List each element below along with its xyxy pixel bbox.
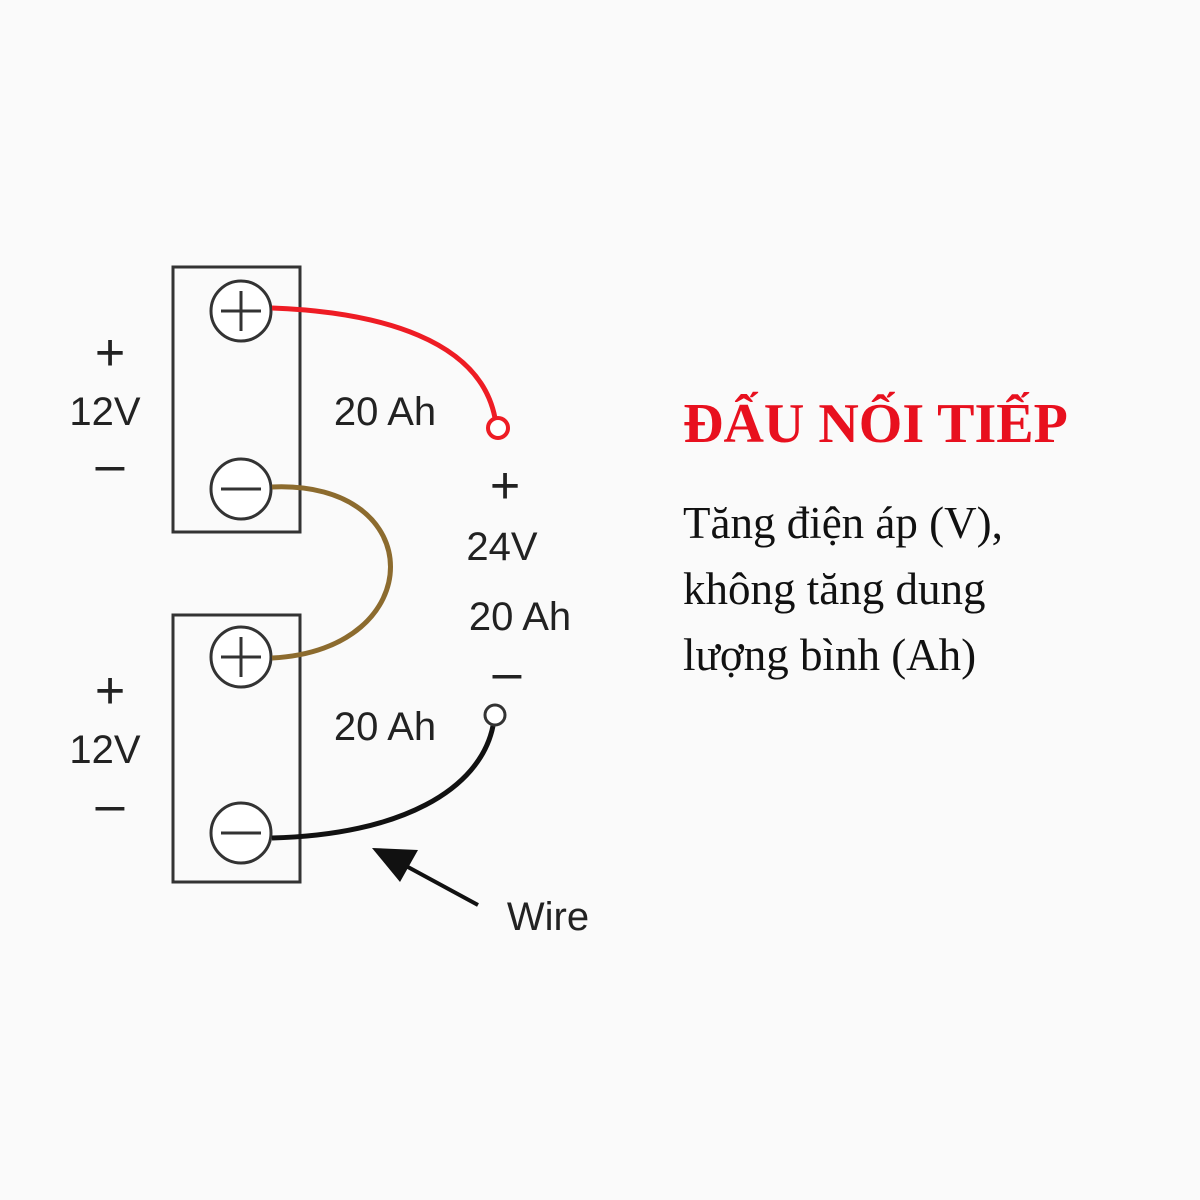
output-minus-label: – — [493, 644, 522, 702]
minus-terminal-icon — [209, 801, 273, 865]
diagram-description: Tăng điện áp (V), không tăng dung lượng … — [683, 490, 1003, 688]
wire-pointer-arrow-icon — [372, 848, 479, 907]
battery1-voltage: 12V — [69, 390, 140, 434]
description-line: không tăng dung — [683, 564, 986, 614]
plus-terminal-icon — [209, 625, 273, 689]
description-line: lượng bình (Ah) — [683, 630, 977, 680]
battery-body — [171, 265, 302, 534]
battery1-plus-label: + — [95, 324, 125, 382]
positive-output-terminal — [486, 416, 510, 440]
battery1-minus-label: – — [96, 436, 125, 494]
battery-top — [171, 265, 302, 534]
battery-bottom — [171, 613, 302, 884]
negative-output-terminal — [483, 703, 507, 727]
positive-wire — [271, 305, 498, 419]
output-capacity: 20 Ah — [469, 595, 571, 639]
battery2-capacity: 20 Ah — [334, 705, 436, 749]
battery2-minus-label: – — [96, 776, 125, 834]
battery1-capacity: 20 Ah — [334, 390, 436, 434]
output-plus-label: + — [490, 457, 520, 515]
diagram-title: ĐẤU NỐI TIẾP — [683, 393, 1068, 455]
minus-terminal-icon — [209, 457, 273, 521]
plus-terminal-icon — [209, 279, 273, 343]
battery-body — [171, 613, 302, 884]
output-voltage: 24V — [466, 525, 537, 569]
wire-label: Wire — [507, 895, 589, 939]
negative-wire — [271, 725, 496, 841]
link-wire — [271, 484, 393, 661]
description-line: Tăng điện áp (V), — [683, 498, 1003, 548]
battery2-plus-label: + — [95, 662, 125, 720]
battery2-voltage: 12V — [69, 728, 140, 772]
